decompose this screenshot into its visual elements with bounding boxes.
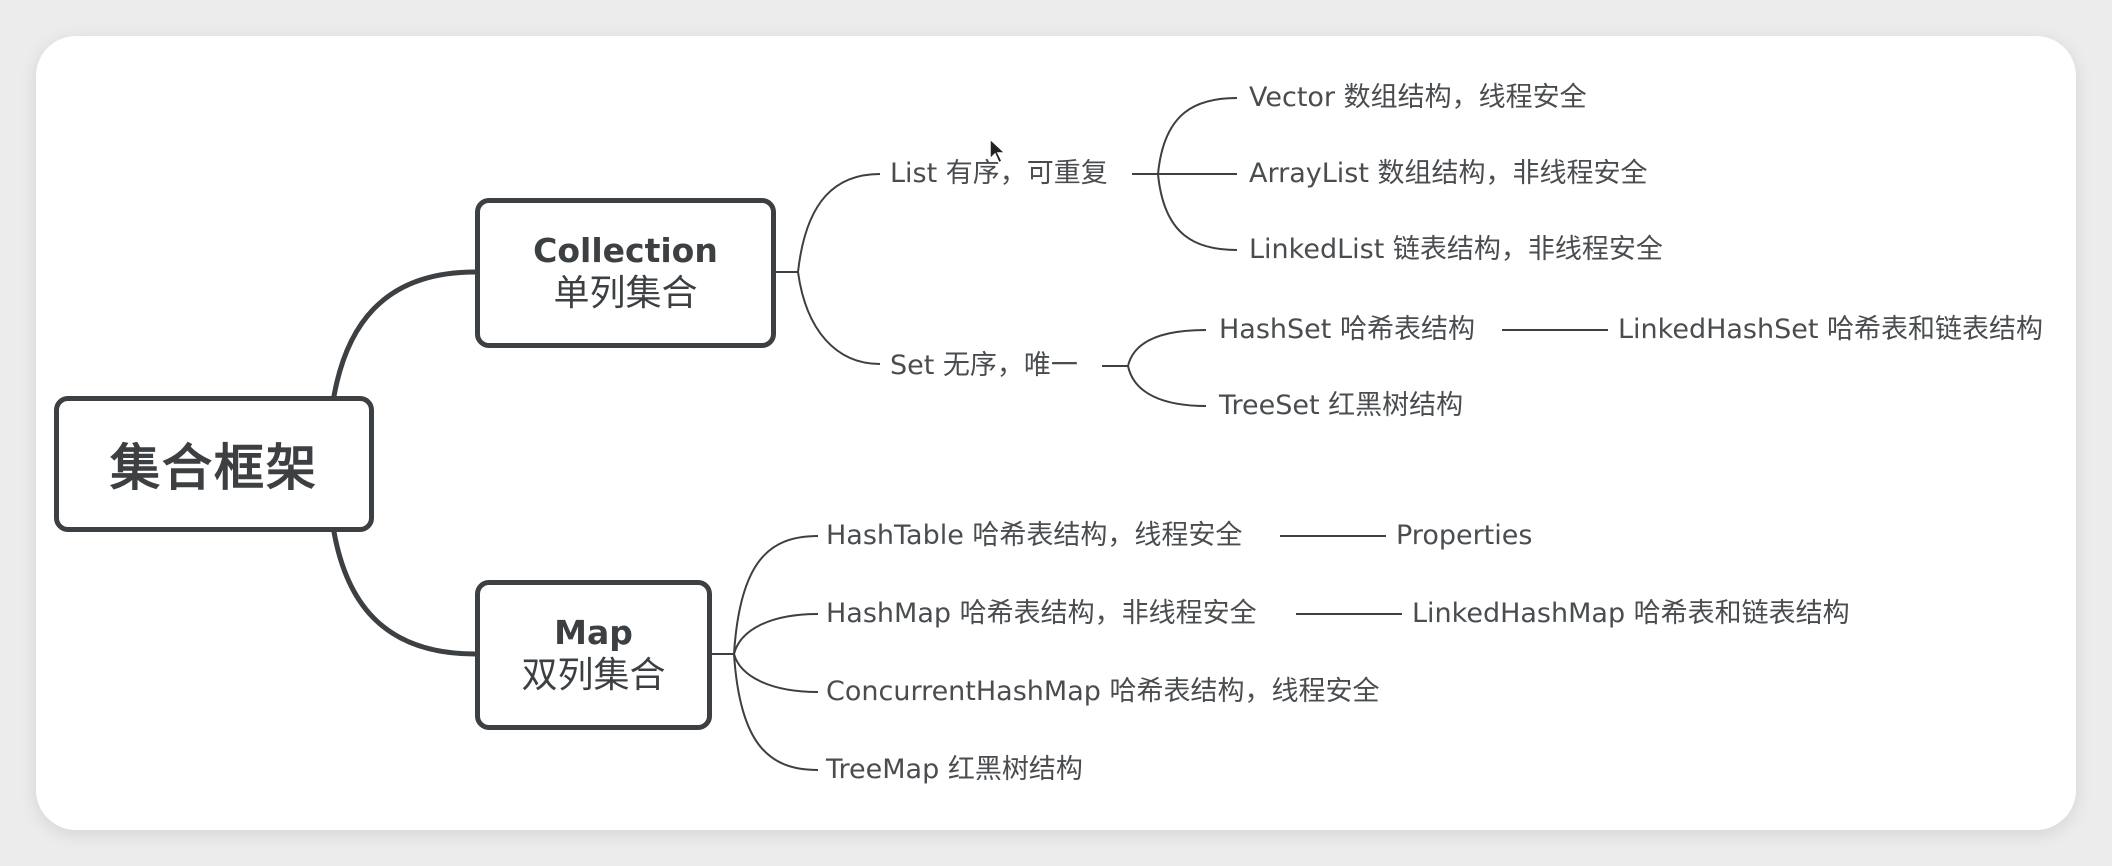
arraylist-node: ArrayList 数组结构，非线程安全 bbox=[1249, 158, 1648, 189]
root-label: 集合框架 bbox=[110, 439, 318, 497]
hashtable-node: HashTable 哈希表结构，线程安全 bbox=[826, 520, 1243, 551]
treeset-node: TreeSet 红黑树结构 bbox=[1219, 390, 1464, 421]
collection-title: Collection bbox=[533, 231, 718, 270]
list-to-linkedlist-link bbox=[1157, 173, 1238, 251]
list-to-vector-link bbox=[1157, 97, 1238, 175]
collection-to-set-link bbox=[797, 271, 881, 365]
collection-to-list-link bbox=[797, 173, 881, 273]
linkedlist-node: LinkedList 链表结构，非线程安全 bbox=[1249, 234, 1663, 265]
linkedhashset-node: LinkedHashSet 哈希表和链表结构 bbox=[1618, 314, 2044, 345]
hashmap-node: HashMap 哈希表结构，非线程安全 bbox=[826, 598, 1257, 629]
map-to-treemap-link bbox=[733, 653, 819, 771]
map-to-hashmap-link bbox=[733, 613, 819, 655]
set-node: Set 无序，唯一 bbox=[890, 350, 1078, 381]
root-to-map-link bbox=[331, 529, 478, 657]
properties-node: Properties bbox=[1396, 520, 1533, 551]
map-to-hashtable-link bbox=[733, 535, 819, 655]
hashset-node: HashSet 哈希表结构 bbox=[1219, 314, 1475, 345]
root-to-collection-link bbox=[331, 269, 478, 399]
concurrenthashmap-node: ConcurrentHashMap 哈希表结构，线程安全 bbox=[826, 676, 1380, 707]
collection-node: Collection 单列集合 bbox=[475, 198, 776, 348]
diagram-canvas bbox=[36, 36, 2076, 830]
set-to-treeset-link bbox=[1127, 365, 1207, 407]
map-subtitle: 双列集合 bbox=[521, 655, 666, 696]
mouse-cursor-icon bbox=[989, 137, 1007, 165]
map-to-concurrenthashmap-link bbox=[733, 653, 819, 693]
vector-node: Vector 数组结构，线程安全 bbox=[1249, 82, 1587, 113]
root-node: 集合框架 bbox=[54, 396, 374, 532]
map-node: Map 双列集合 bbox=[475, 580, 712, 730]
set-to-hashset-link bbox=[1127, 329, 1207, 367]
linkedhashmap-node: LinkedHashMap 哈希表和链表结构 bbox=[1412, 598, 1850, 629]
map-title: Map bbox=[554, 613, 633, 652]
treemap-node: TreeMap 红黑树结构 bbox=[826, 754, 1083, 785]
collection-subtitle: 单列集合 bbox=[553, 273, 698, 314]
